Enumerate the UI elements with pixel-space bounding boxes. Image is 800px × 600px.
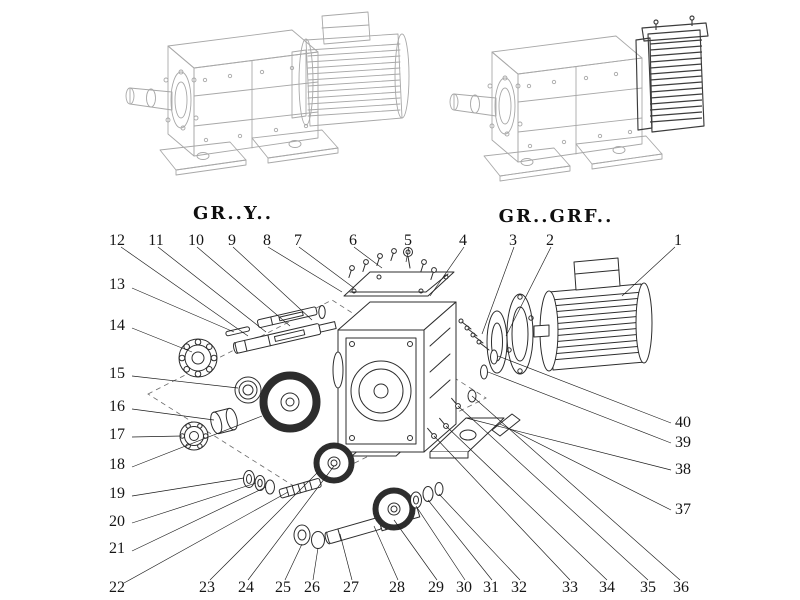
callout-30: 30 [456, 579, 472, 596]
top-cover-part [343, 271, 455, 297]
flange-rings-part [480, 349, 498, 380]
motor-lineart [291, 11, 410, 127]
flange-part [486, 293, 534, 375]
callout-12: 12 [109, 232, 125, 249]
callout-6: 6 [349, 232, 357, 249]
output-washers-part [293, 524, 325, 549]
callout-8: 8 [263, 232, 271, 249]
gr-grf-drawing [449, 35, 663, 182]
callout-15: 15 [109, 365, 125, 382]
callout-4: 4 [459, 232, 467, 249]
callout-33: 33 [562, 579, 578, 596]
variant-label-gr-y: GR..Y.. [193, 203, 273, 224]
input-shaft2-part [256, 306, 318, 328]
callout-9: 9 [228, 232, 236, 249]
housing-part [332, 301, 457, 453]
washer-set-part [243, 470, 275, 495]
stud-bolts-part [458, 318, 490, 351]
callout-20: 20 [109, 513, 125, 530]
callout-11: 11 [148, 232, 163, 249]
leader-lines [120, 246, 681, 584]
output-rings-part [410, 482, 444, 509]
callout-40: 40 [675, 414, 691, 431]
callout-10: 10 [188, 232, 204, 249]
intermediate-gear-part [313, 442, 355, 484]
callout-16: 16 [109, 398, 125, 415]
ball-bearing-part [178, 338, 218, 378]
callout-18: 18 [109, 456, 125, 473]
spacer-sleeve-part [210, 407, 238, 435]
callout-19: 19 [109, 485, 125, 502]
snap-ring-part [318, 305, 326, 319]
pinion-shaft-part [278, 478, 322, 499]
shim-part [491, 413, 521, 437]
input-shaft-part [233, 321, 337, 354]
ball-bearing2-part [179, 421, 209, 451]
callout-25: 25 [275, 579, 291, 596]
callout-38: 38 [675, 461, 691, 478]
callout-numbers: 1 2 3 4 5 6 7 8 9 10 11 12 13 14 15 16 1… [109, 232, 691, 596]
callout-2: 2 [546, 232, 554, 249]
large-gear-part [259, 371, 321, 433]
callout-24: 24 [238, 579, 254, 596]
callout-27: 27 [343, 579, 359, 596]
callout-35: 35 [640, 579, 656, 596]
callout-17: 17 [109, 426, 125, 443]
callout-34: 34 [599, 579, 615, 596]
oil-seal-part [234, 376, 262, 404]
key-part [225, 326, 250, 337]
motor-part [533, 257, 653, 372]
callout-14: 14 [109, 317, 125, 334]
callout-3: 3 [509, 232, 517, 249]
callout-36: 36 [673, 579, 689, 596]
callout-28: 28 [389, 579, 405, 596]
callout-37: 37 [675, 501, 691, 518]
callout-21: 21 [109, 540, 125, 557]
callout-26: 26 [304, 579, 320, 596]
callout-22: 22 [109, 579, 125, 596]
gr-y-drawing [125, 11, 410, 176]
exploded-view [178, 247, 653, 549]
callout-32: 32 [511, 579, 527, 596]
callout-29: 29 [428, 579, 444, 596]
output-gear-part [372, 487, 416, 531]
callout-1: 1 [674, 232, 682, 249]
callout-13: 13 [109, 276, 125, 293]
callout-23: 23 [199, 579, 215, 596]
callout-7: 7 [294, 232, 302, 249]
callout-39: 39 [675, 434, 691, 451]
dashed-outline [147, 299, 487, 491]
callout-5: 5 [404, 232, 412, 249]
callout-31: 31 [483, 579, 499, 596]
grf-adapter-block [635, 15, 709, 133]
variant-label-gr-grf: GR..GRF.. [499, 206, 614, 227]
eye-bolt-part [403, 247, 413, 269]
